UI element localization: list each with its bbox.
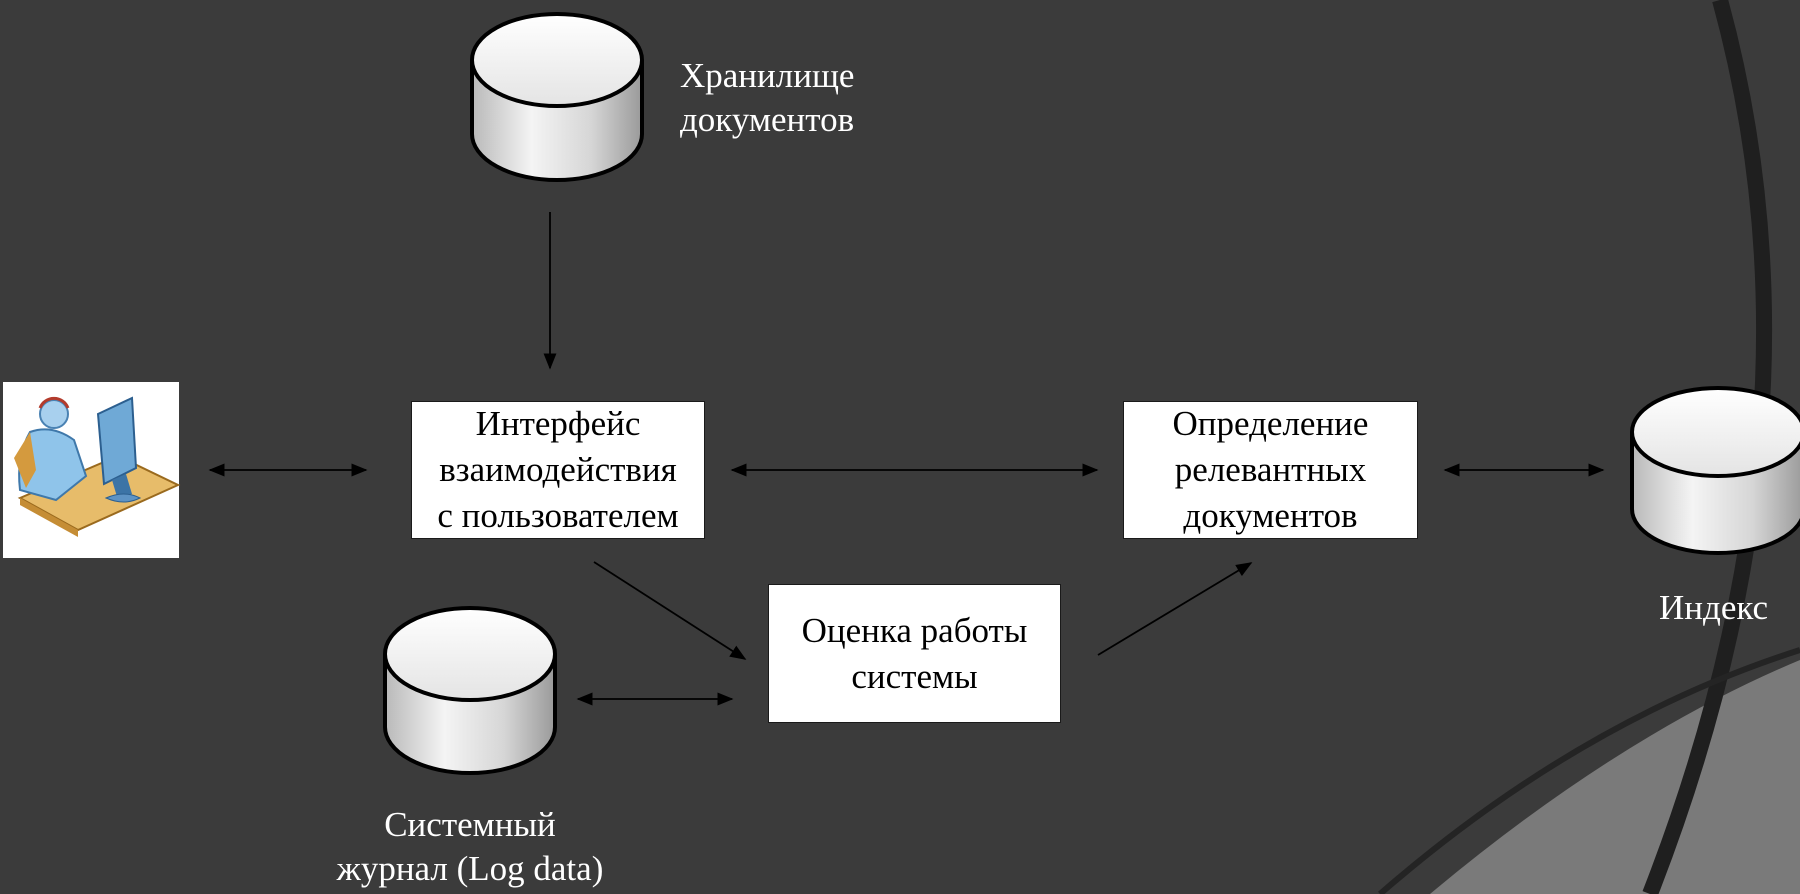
evaluation-line2: системы [851, 656, 978, 696]
log-label: Системный журнал (Log data) [320, 803, 620, 891]
doc-storage-label-line1: Хранилище [680, 56, 855, 95]
relevance-line1: Определение [1172, 404, 1369, 443]
system-evaluation-box: Оценка работы системы [768, 584, 1061, 723]
index-database-icon [1630, 386, 1800, 555]
user-interface-line2: взаимодействия [439, 450, 677, 489]
log-database-icon [383, 606, 557, 775]
user-at-computer-icon [3, 382, 181, 558]
log-label-line2: журнал (Log data) [336, 849, 604, 888]
connectors [208, 212, 1605, 706]
user-interface-line3: с пользователем [437, 496, 679, 535]
doc-storage-label-line2: документов [680, 100, 855, 139]
user-interface-box: Интерфейс взаимодействия с пользователем [411, 401, 705, 539]
doc-storage-database-icon [470, 12, 644, 182]
arrow-eval-to-relevance [1097, 562, 1253, 656]
evaluation-line1: Оценка работы [801, 610, 1028, 650]
doc-storage-label: Хранилище документов [680, 54, 854, 142]
relevance-line3: документов [1183, 496, 1358, 535]
index-label: Индекс [1659, 588, 1769, 627]
log-label-line1: Системный [384, 805, 556, 844]
arrow-ui-to-eval [593, 561, 747, 660]
user-interface-line1: Интерфейс [475, 404, 641, 443]
relevance-box: Определение релевантных документов [1123, 401, 1418, 539]
relevance-line2: релевантных [1174, 450, 1367, 489]
